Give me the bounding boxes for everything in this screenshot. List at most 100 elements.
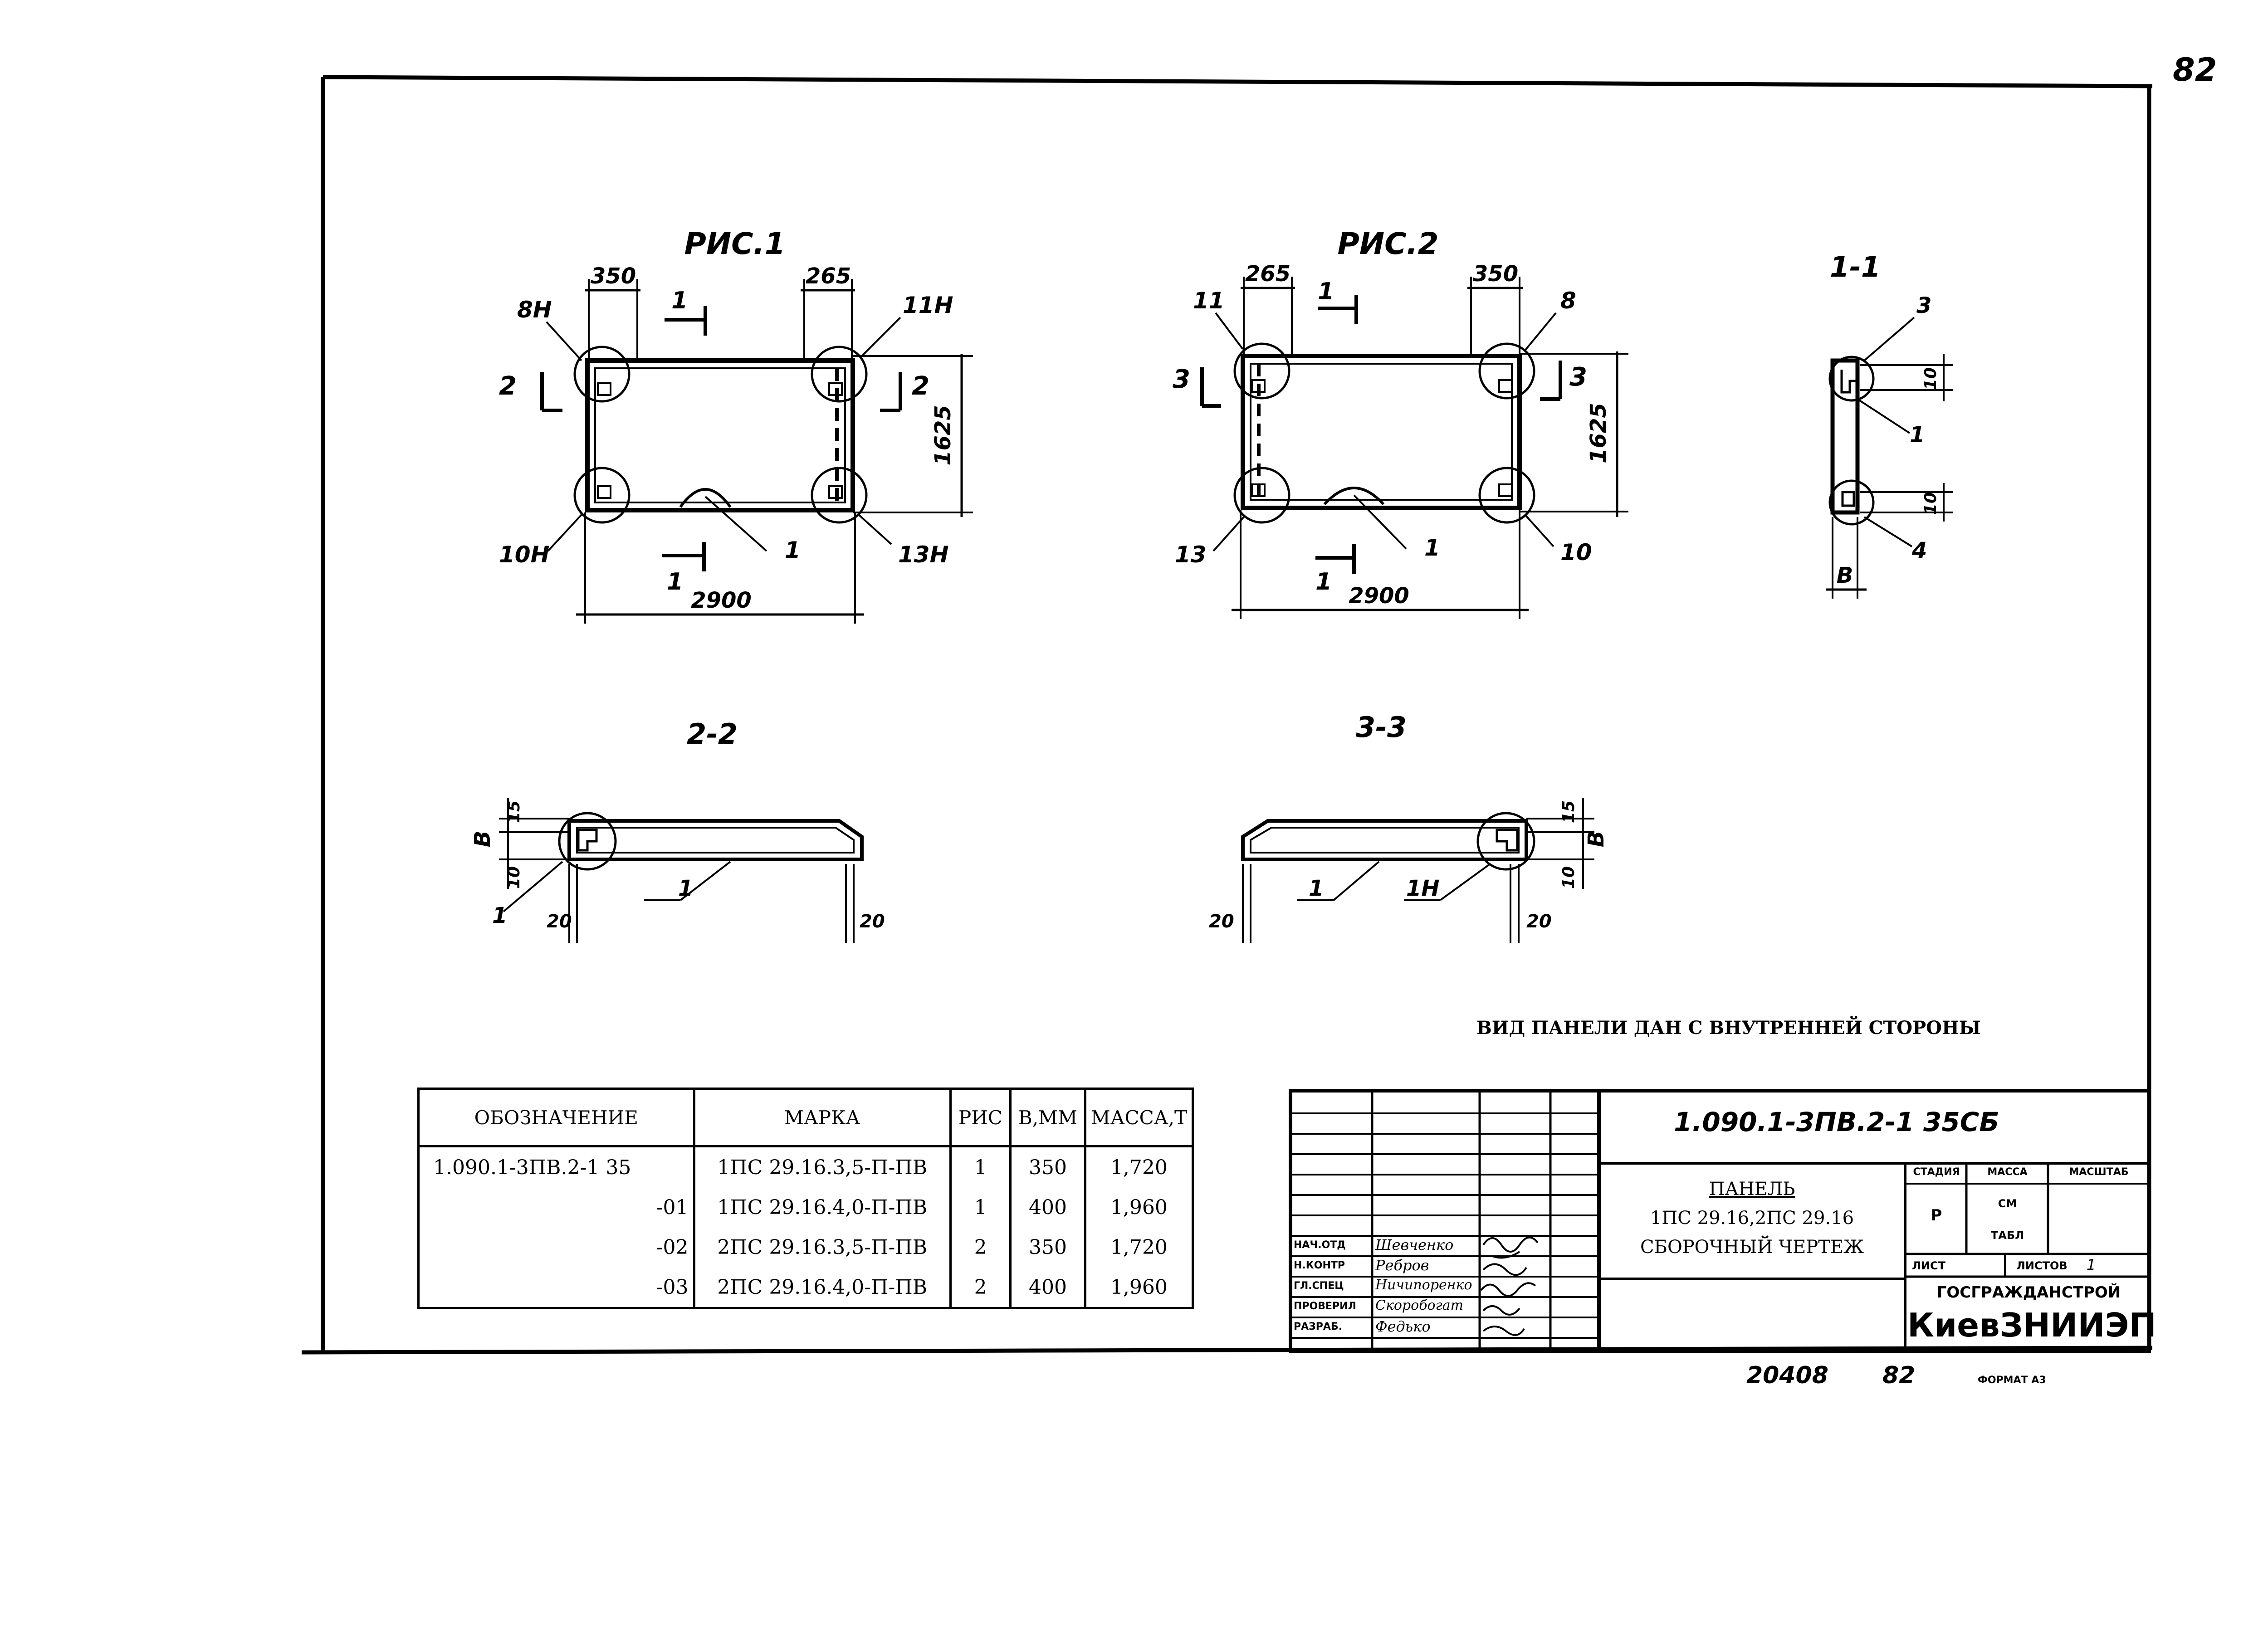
signer-name: Федько (1375, 1318, 1431, 1335)
bottom-page: 82 (1882, 1362, 1915, 1389)
cell-designation: -01 (417, 1187, 695, 1227)
stage-label: СТАДИЯ (1913, 1166, 1960, 1178)
signer-name: Ребров (1375, 1257, 1429, 1274)
fig2-title: РИС.2 (1337, 226, 1438, 261)
sec11-callout-3: 3 (1916, 293, 1931, 318)
view-note: ВИД ПАНЕЛИ ДАН С ВНУТРЕННЕЙ СТОРОНЫ (1476, 1016, 1981, 1039)
cell-mass: 1,720 (1084, 1146, 1194, 1187)
fig1-cut-top: 1 (671, 287, 688, 314)
fig2-callout-br: 10 (1560, 539, 1592, 566)
doc-name-line2: 1ПС 29.16,2ПС 29.16 (1650, 1208, 1854, 1229)
section-1-1: 1-1 10 10 3 1 4 В (1826, 250, 1953, 599)
mass-label: МАССА (1987, 1166, 2028, 1178)
format-label: ФОРМАТ А3 (1978, 1375, 2046, 1386)
fig1-cut-left: 2 (499, 371, 517, 401)
fig2-callout-bl: 13 (1175, 541, 1207, 568)
sec11-callout-4: 4 (1911, 538, 1927, 563)
doc-code: 1.090.1-3ПВ.2-1 35СБ (1674, 1107, 1999, 1137)
doc-name-line1: ПАНЕЛЬ (1709, 1179, 1795, 1200)
doc-name-line3: СБОРОЧНЫЙ ЧЕРТЕЖ (1640, 1237, 1864, 1258)
sec22-dim-20a: 20 (547, 911, 572, 932)
signer-role: Н.КОНТР (1294, 1260, 1345, 1271)
fig1-dim-height: 1625 (930, 405, 956, 466)
sec33-dim-b: В (1584, 831, 1609, 848)
figure-2: РИС.2 265 350 1625 2900 11 8 (1173, 226, 1628, 619)
sec33-callout-1n: 1Н (1406, 876, 1440, 901)
sec33-dim-10: 10 (1559, 866, 1578, 889)
signer-name: Ничипоренко (1375, 1277, 1472, 1293)
header-figure: РИС (949, 1088, 1012, 1147)
fig2-cut-left: 3 (1173, 365, 1190, 394)
sec22-dim-b: В (470, 831, 495, 848)
fig2-dim-height: 1625 (1586, 403, 1611, 463)
corner-page-number: 82 (2173, 51, 2217, 88)
fig2-dim-top-right: 350 (1473, 261, 1518, 287)
figure-1: РИС.1 350 265 1625 2900 (499, 226, 973, 624)
fig1-callout-tl: 8Н (517, 297, 552, 323)
fig1-dim-top-left: 350 (591, 263, 636, 289)
sec11-dim-1: 10 (1921, 367, 1940, 390)
signer-role: ПРОВЕРИЛ (1294, 1301, 1356, 1312)
cell-figure: 2 (949, 1227, 1012, 1267)
cell-designation: -02 (417, 1227, 695, 1267)
sec22-callout-1a: 1 (492, 903, 507, 928)
title-block (1289, 1089, 2151, 1353)
fig1-title: РИС.1 (684, 226, 785, 261)
sec33-dim-20a: 20 (1209, 911, 1234, 932)
cell-width: 350 (1009, 1227, 1086, 1267)
sec11-callout-1: 1 (1910, 422, 1925, 448)
fig2-callout-tr: 8 (1560, 288, 1576, 314)
section-2-2: 2-2 15 В 10 1 1 20 20 (470, 717, 885, 943)
mass-value-1: СМ (1998, 1197, 2017, 1210)
sec33-dim-15: 15 (1559, 800, 1578, 823)
fig2-node-circle-br (1478, 467, 1535, 524)
cell-figure: 1 (949, 1187, 1012, 1227)
cell-designation: 1.090.1-3ПВ.2-1 35 (417, 1146, 695, 1187)
sheets-value: 1 (2087, 1256, 2096, 1273)
fig2-cut-right: 3 (1569, 362, 1587, 392)
sec22-callout-1b: 1 (678, 876, 693, 901)
sheet-label: ЛИСТ (1912, 1259, 1946, 1272)
doc-name: ПАНЕЛЬ 1ПС 29.16,2ПС 29.16 СБОРОЧНЫЙ ЧЕР… (1599, 1175, 1905, 1262)
cell-mass: 1,960 (1084, 1267, 1194, 1309)
sec11-dim-2: 10 (1921, 492, 1940, 515)
table-row: -03 2ПС 29.16.4,0-П-ПВ 2 400 1,960 (417, 1267, 1194, 1309)
fig2-node-circle-tl (1233, 342, 1290, 400)
sec22-dim-15: 15 (505, 800, 523, 823)
table-row: 1.090.1-3ПВ.2-1 35 1ПС 29.16.3,5-П-ПВ 1 … (417, 1146, 1194, 1187)
fig1-node-circle-bl (573, 467, 631, 524)
org-line1: ГОСГРАЖДАНСТРОЙ (1936, 1283, 2121, 1302)
sheets-label: ЛИСТОВ (2016, 1259, 2068, 1272)
cell-width: 400 (1009, 1267, 1086, 1309)
fig1-callout-br: 13Н (898, 541, 948, 568)
header-mark: МАРКА (693, 1088, 952, 1147)
fig1-cut-right: 2 (912, 371, 929, 401)
signer-role: ГЛ.СПЕЦ (1294, 1280, 1344, 1292)
fig1-callout-mid: 1 (785, 537, 801, 563)
fig1-callout-tr: 11Н (903, 292, 953, 318)
cell-figure: 1 (949, 1146, 1012, 1187)
cell-mass: 1,720 (1084, 1227, 1194, 1267)
header-designation: ОБОЗНАЧЕНИЕ (417, 1088, 695, 1147)
signer-role: РАЗРАБ. (1294, 1321, 1343, 1332)
cell-mark: 2ПС 29.16.3,5-П-ПВ (693, 1227, 952, 1267)
cell-figure: 2 (949, 1267, 1012, 1309)
header-width-mm: В,ММ (1009, 1088, 1086, 1147)
mass-value-2: ТАБЛ (1990, 1229, 2024, 1242)
cell-mark: 2ПС 29.16.4,0-П-ПВ (693, 1267, 952, 1309)
org-line2: КиевЗНИИЭП (1907, 1306, 2156, 1344)
sec22-dim-10: 10 (505, 866, 523, 889)
cell-width: 350 (1009, 1146, 1086, 1187)
fig1-dim-top-right: 265 (806, 263, 851, 289)
stage-value: Р (1931, 1206, 1942, 1224)
cell-designation: -03 (417, 1267, 695, 1309)
fig2-dim-top-left: 265 (1245, 261, 1290, 287)
table-row: -01 1ПС 29.16.4,0-П-ПВ 1 400 1,960 (417, 1187, 1194, 1227)
fig2-cut-top: 1 (1318, 278, 1334, 305)
sec33-callout-1: 1 (1309, 876, 1324, 901)
fig2-callout-tl: 11 (1193, 288, 1225, 314)
specification-table: ОБОЗНАЧЕНИЕ МАРКА РИС В,ММ МАССА,Т 1.090… (417, 1088, 1194, 1309)
fig2-cut-bottom: 1 (1315, 568, 1332, 595)
cell-mass: 1,960 (1084, 1187, 1194, 1227)
